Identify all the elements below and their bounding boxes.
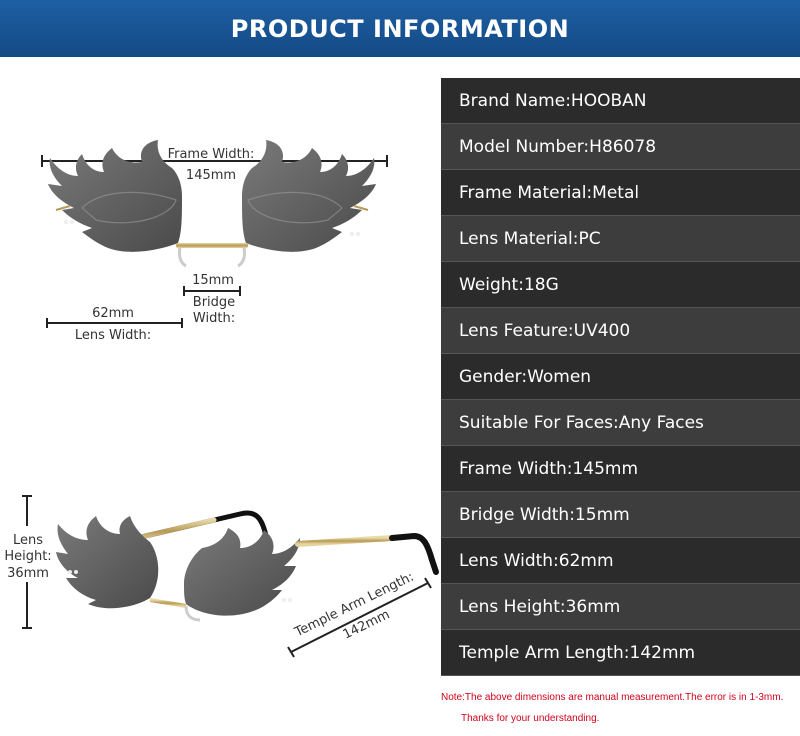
bridge-width-label-1: Bridge	[193, 295, 235, 310]
bridge-bar	[176, 243, 248, 248]
spec-lens-material: Lens Material:PC	[441, 216, 800, 262]
bridge-width-label-2: Width:	[193, 311, 235, 326]
spec-table: Brand Name:HOOBAN Model Number:H86078 Fr…	[441, 78, 800, 676]
bridge-width-value: 15mm	[192, 273, 234, 288]
side-right-lens	[184, 528, 300, 616]
lens-height-label-1: Lens	[13, 533, 43, 548]
sunglasses-diagram: Frame Width: 145mm 15mm Bridge Width: 62…	[2, 140, 439, 658]
spec-frame-material: Frame Material:Metal	[441, 170, 800, 216]
spec-temple-arm-length: Temple Arm Length:142mm	[441, 630, 800, 676]
spec-brand-name: Brand Name:HOOBAN	[441, 78, 800, 124]
frame-width-label: Frame Width:	[168, 147, 255, 162]
spec-model-number: Model Number:H86078	[441, 124, 800, 170]
note-line-2: Thanks for your understanding.	[461, 713, 600, 724]
measurement-note: Note:The above dimensions are manual mea…	[441, 687, 800, 729]
spec-lens-feature: Lens Feature:UV400	[441, 308, 800, 354]
side-left-lens	[56, 516, 159, 609]
lens-height-label-3: 36mm	[7, 566, 49, 581]
header-banner: PRODUCT INFORMATION	[0, 0, 800, 57]
front-view: Frame Width: 145mm 15mm Bridge Width: 62…	[41, 140, 388, 343]
spec-lens-width: Lens Width:62mm	[441, 538, 800, 584]
note-line-1: Note:The above dimensions are manual mea…	[441, 692, 784, 703]
spec-suitable-faces: Suitable For Faces:Any Faces	[441, 400, 800, 446]
lens-width-label: Lens Width:	[75, 328, 151, 343]
lens-height-label-2: Height:	[4, 549, 51, 564]
spec-frame-width: Frame Width:145mm	[441, 446, 800, 492]
spec-gender: Gender:Women	[441, 354, 800, 400]
lens-width-value: 62mm	[92, 306, 134, 321]
banner-title: PRODUCT INFORMATION	[230, 14, 570, 43]
spec-bridge-width: Bridge Width:15mm	[441, 492, 800, 538]
right-lens	[242, 140, 376, 252]
left-lens	[48, 140, 182, 252]
side-view: Lens Height: 36mm Temple Arm Length: 142…	[2, 495, 439, 658]
spec-lens-height: Lens Height:36mm	[441, 584, 800, 630]
frame-width-value: 145mm	[186, 168, 236, 183]
spec-weight: Weight:18G	[441, 262, 800, 308]
